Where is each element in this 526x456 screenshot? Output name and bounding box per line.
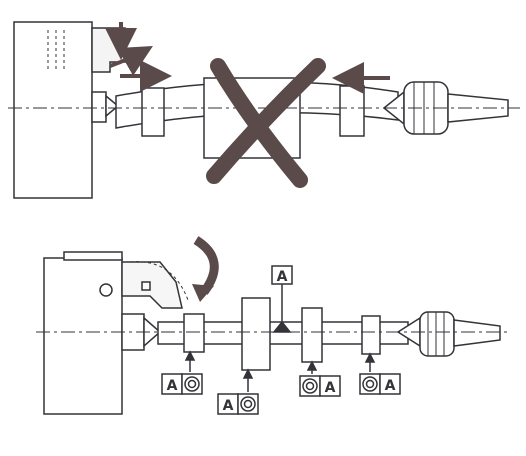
bottom-collar-4 <box>361 315 381 355</box>
bottom-collar-3 <box>301 307 323 363</box>
ref-label-right-1: A <box>325 380 336 396</box>
correct-setup <box>43 251 501 415</box>
top-collar-3 <box>339 85 365 137</box>
bottom-tailstock-quill <box>419 311 455 357</box>
ref-label-left: A <box>167 378 178 394</box>
bottom-collar-1 <box>183 313 205 353</box>
incorrect-setup <box>13 21 509 199</box>
control-frame-right-1 <box>299 360 341 397</box>
datum-marker <box>271 265 293 333</box>
top-spindle-nose <box>91 91 107 123</box>
ref-label-right-2: A <box>385 378 396 394</box>
x-mark-icon <box>206 58 326 188</box>
concentric-circles-icon <box>184 376 200 392</box>
bottom-tailstock-taper <box>453 319 501 347</box>
control-frame-mid <box>217 368 259 415</box>
bottom-clamp <box>121 261 183 309</box>
concentric-circles-icon <box>362 376 378 392</box>
concentric-circles-icon <box>302 378 318 394</box>
control-frame-right-2 <box>359 352 401 395</box>
bottom-chuck-body <box>43 257 123 415</box>
control-frame-left <box>161 350 203 395</box>
top-force-arrows <box>105 22 390 94</box>
top-collar-1 <box>141 87 165 137</box>
curved-arrow-icon <box>192 236 219 302</box>
concentric-circles-icon <box>240 396 256 412</box>
ref-label-mid: A <box>223 398 234 414</box>
top-chuck-body <box>13 21 93 199</box>
datum-label-top: A <box>277 269 288 285</box>
bottom-collar-2 <box>241 297 271 371</box>
